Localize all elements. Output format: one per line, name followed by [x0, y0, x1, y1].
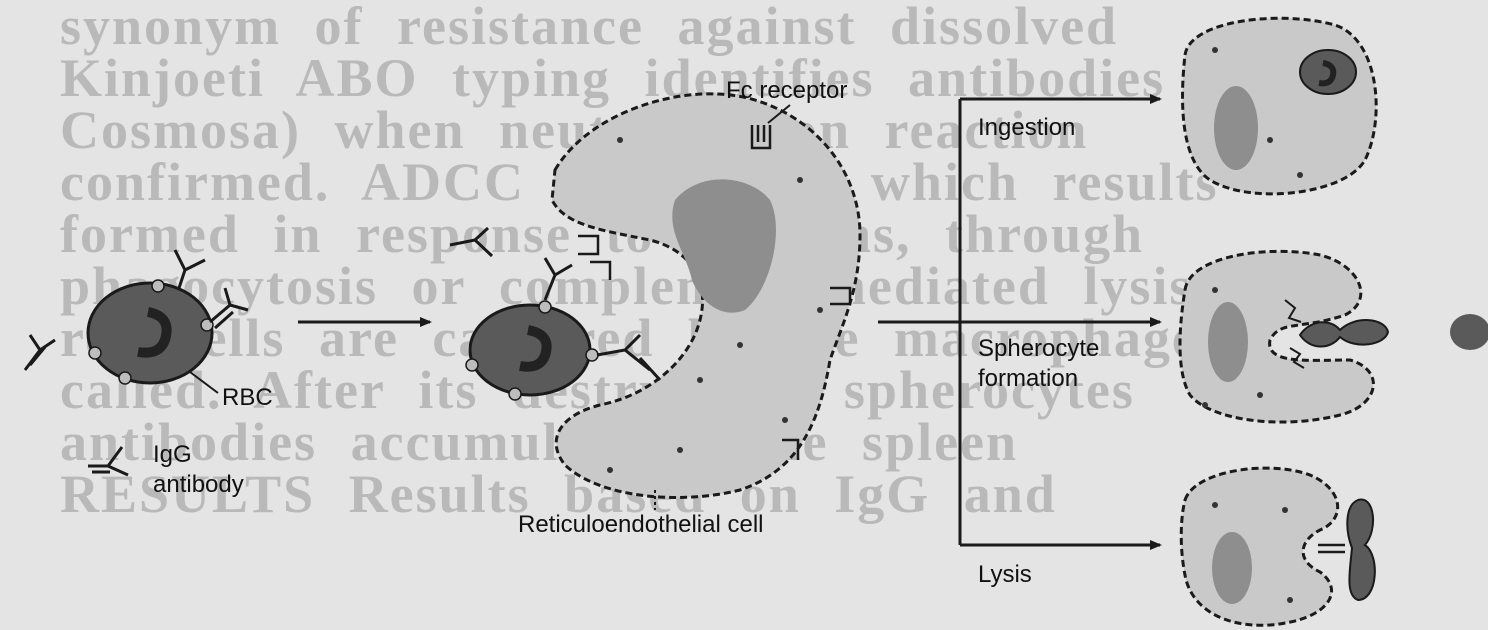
- spherocyte-formation-cell: [1180, 251, 1488, 422]
- rbc-leader-line: [190, 372, 218, 393]
- rbc-label: RBC: [222, 384, 273, 411]
- ingestion-cell: [1183, 18, 1377, 194]
- spherocyte-label-line1: Spherocyte: [978, 335, 1099, 362]
- lysis-cell: [1181, 468, 1375, 625]
- re-cell-label: Reticuloendothelial cell: [518, 511, 763, 538]
- igg-label-line1: IgG: [153, 441, 192, 468]
- reticuloendothelial-cell: [552, 94, 860, 498]
- igg-antibody-legend-icon: [88, 447, 128, 475]
- rbc-bound-middle: [466, 258, 660, 400]
- spherocyte-label-line2: formation: [978, 365, 1078, 392]
- branching-arrows: [878, 99, 1160, 545]
- ingestion-label: Ingestion: [978, 114, 1075, 141]
- free-igg-antibody-left: [25, 335, 55, 370]
- igg-label-line2: antibody: [153, 471, 244, 498]
- free-igg-antibody-middle: [450, 228, 492, 256]
- rbc-coated-left: [88, 280, 248, 384]
- lysis-label: Lysis: [978, 561, 1032, 588]
- fc-receptor-label: Fc receptor: [726, 77, 847, 104]
